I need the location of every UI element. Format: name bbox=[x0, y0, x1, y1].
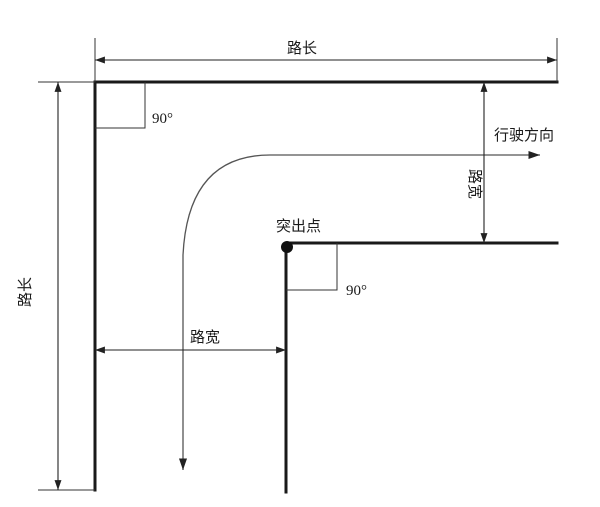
road-length-top-label: 路长 bbox=[287, 39, 317, 57]
road-length-left-label: 路长 bbox=[16, 277, 34, 307]
angle-label-corner: 90° bbox=[346, 283, 367, 299]
protrusion-point-dot bbox=[281, 241, 293, 253]
angle-label-top-left: 90° bbox=[152, 111, 173, 127]
right-angle-mark-top-left bbox=[95, 82, 146, 129]
protrusion-point-label: 突出点 bbox=[276, 217, 321, 235]
road-width-right-label: 路宽 bbox=[466, 169, 484, 199]
right-angle-mark-corner bbox=[286, 243, 338, 291]
road-width-bottom-label: 路宽 bbox=[190, 328, 220, 346]
driving-path-curve bbox=[178, 150, 540, 470]
driving-direction-label: 行驶方向 bbox=[494, 126, 554, 144]
